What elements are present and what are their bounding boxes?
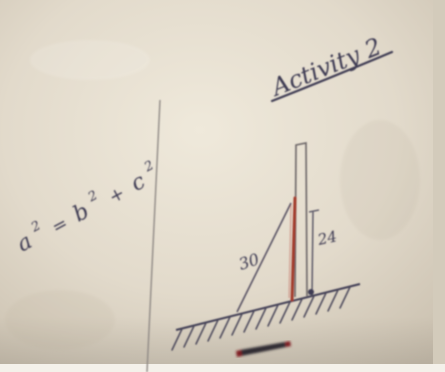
eraser-icon [236,341,291,357]
ground-hatching [171,286,351,351]
svg-text:a 2 =: a 2 = b 2 + c 2 [7,151,163,257]
red-height-line-shadow [288,204,292,299]
height-label: 24 [315,227,338,249]
slant-line [236,202,292,313]
red-height-line [290,196,297,302]
pythagorean-equation: a 2 = b 2 + c 2 [7,151,163,257]
equation-c: c [127,169,150,197]
ground-line [175,283,361,331]
board-right-edge [433,0,445,372]
heading-underline [270,50,394,103]
base-point [308,289,314,295]
board-bottom-edge [0,364,445,372]
board-smudges [5,40,420,350]
divider-line [146,99,161,372]
measure-tick [308,209,320,213]
measure-line [311,211,314,297]
